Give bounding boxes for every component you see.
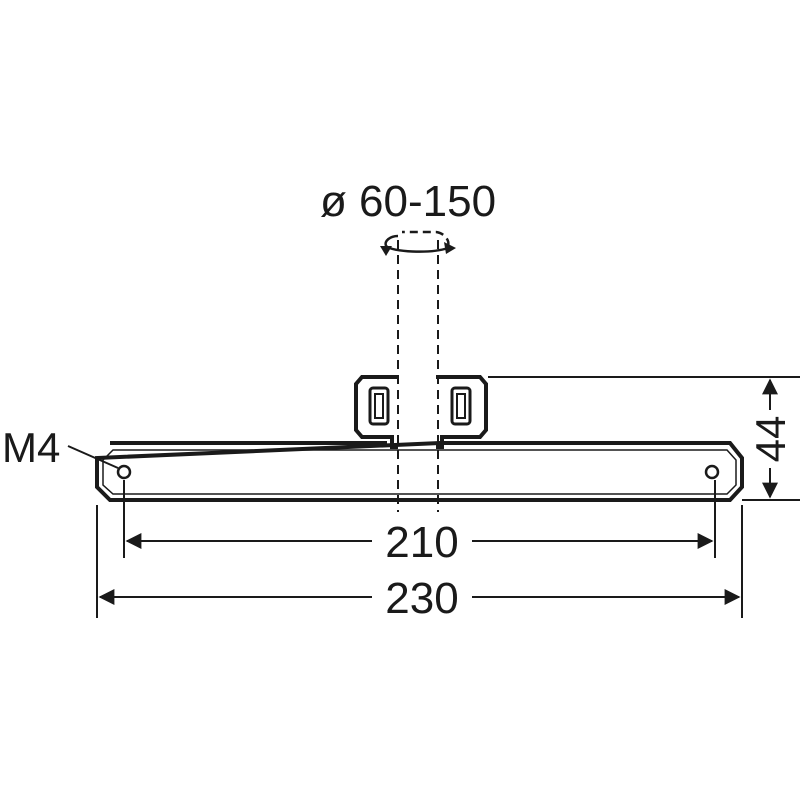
hole-spacing-label: 210 bbox=[385, 518, 458, 567]
mounting-hole-left bbox=[116, 464, 132, 480]
height-label: 44 bbox=[747, 416, 794, 463]
pole-clamp bbox=[354, 375, 488, 449]
clamp-left-slot-inner bbox=[374, 393, 384, 419]
mounting-hole-right bbox=[704, 464, 720, 480]
overall-length-label: 230 bbox=[385, 574, 458, 623]
clamp-left-jaw bbox=[354, 375, 398, 449]
overall-length-label-bg bbox=[372, 574, 472, 620]
mounting-bar-inner bbox=[102, 449, 737, 495]
clamp-right-jaw bbox=[436, 375, 488, 449]
clamp-right-slot-inner bbox=[456, 393, 466, 419]
hole-spacing-label-bg bbox=[372, 518, 472, 564]
thread-label: M4 bbox=[2, 424, 60, 471]
rotation-icon bbox=[380, 230, 456, 256]
mounting-bar-outline bbox=[95, 441, 744, 502]
thread-leader-line bbox=[67, 445, 119, 469]
diameter-label: ø 60-150 bbox=[320, 177, 496, 226]
clamp-left-slot bbox=[368, 386, 390, 426]
clamp-right-slot bbox=[450, 386, 472, 426]
height-label-bg bbox=[752, 410, 788, 468]
